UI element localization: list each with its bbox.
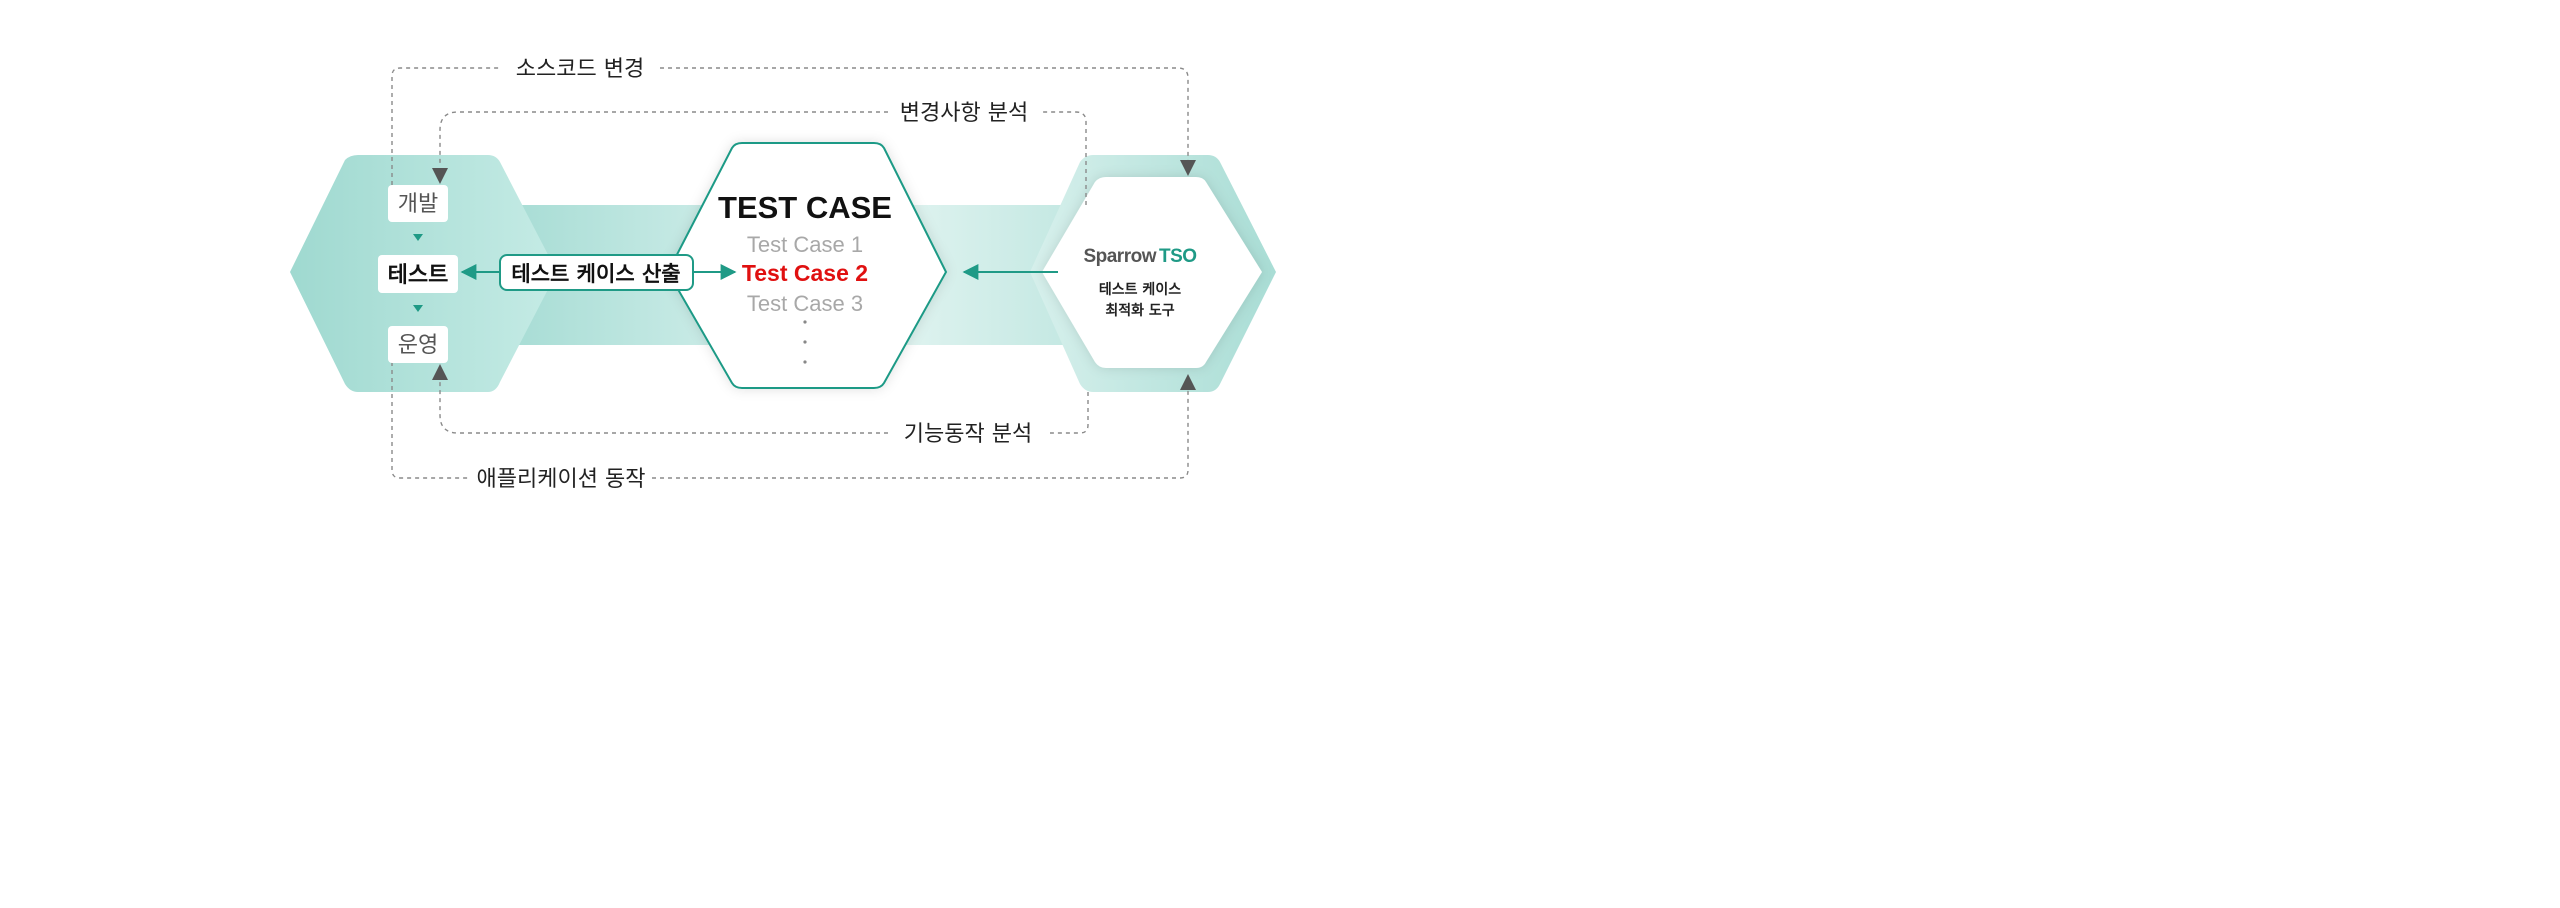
source-change-line xyxy=(391,67,1189,185)
test-case-item: Test Case 1 xyxy=(747,232,863,257)
ellipsis-dot xyxy=(803,340,807,344)
develop-box xyxy=(388,185,448,222)
arrow-down-icon xyxy=(1180,160,1196,176)
derive-pill xyxy=(499,254,694,291)
tool-desc-line2: 최적화 도구 xyxy=(1105,302,1174,319)
step-down-icon xyxy=(413,234,423,241)
ellipsis-dot xyxy=(803,320,807,324)
change-analysis-label: 변경사항 분석 xyxy=(900,101,1028,126)
test-label: 테스트 xyxy=(388,263,449,288)
test-case-hexagon xyxy=(666,142,948,389)
test-case-item: Test Case 3 xyxy=(747,291,863,316)
test-case-title: TEST CASE xyxy=(718,190,892,225)
function-analysis-line xyxy=(439,382,1089,434)
derive-label: 테스트 케이스 산출 xyxy=(511,262,680,286)
app-behavior-line xyxy=(391,362,1189,479)
function-analysis-label: 기능동작 분석 xyxy=(904,422,1032,447)
source-change-label: 소스코드 변경 xyxy=(516,57,644,82)
arrow-down-icon xyxy=(432,168,448,184)
develop-label: 개발 xyxy=(398,192,438,217)
arrow-up-icon xyxy=(432,364,448,380)
test-case-item-highlighted: Test Case 2 xyxy=(742,260,868,286)
test-box xyxy=(378,255,458,293)
step-down-icon xyxy=(413,305,423,312)
operate-label: 운영 xyxy=(398,333,438,358)
ellipsis-dot xyxy=(803,360,807,364)
tool-hexagon-inner xyxy=(1042,177,1262,368)
change-analysis-line xyxy=(439,111,1087,205)
tool-desc-line1: 테스트 케이스 xyxy=(1099,281,1181,298)
arrow-up-icon xyxy=(1180,374,1196,390)
app-behavior-label: 애플리케이션 동작 xyxy=(477,467,646,492)
operate-box xyxy=(388,326,448,363)
